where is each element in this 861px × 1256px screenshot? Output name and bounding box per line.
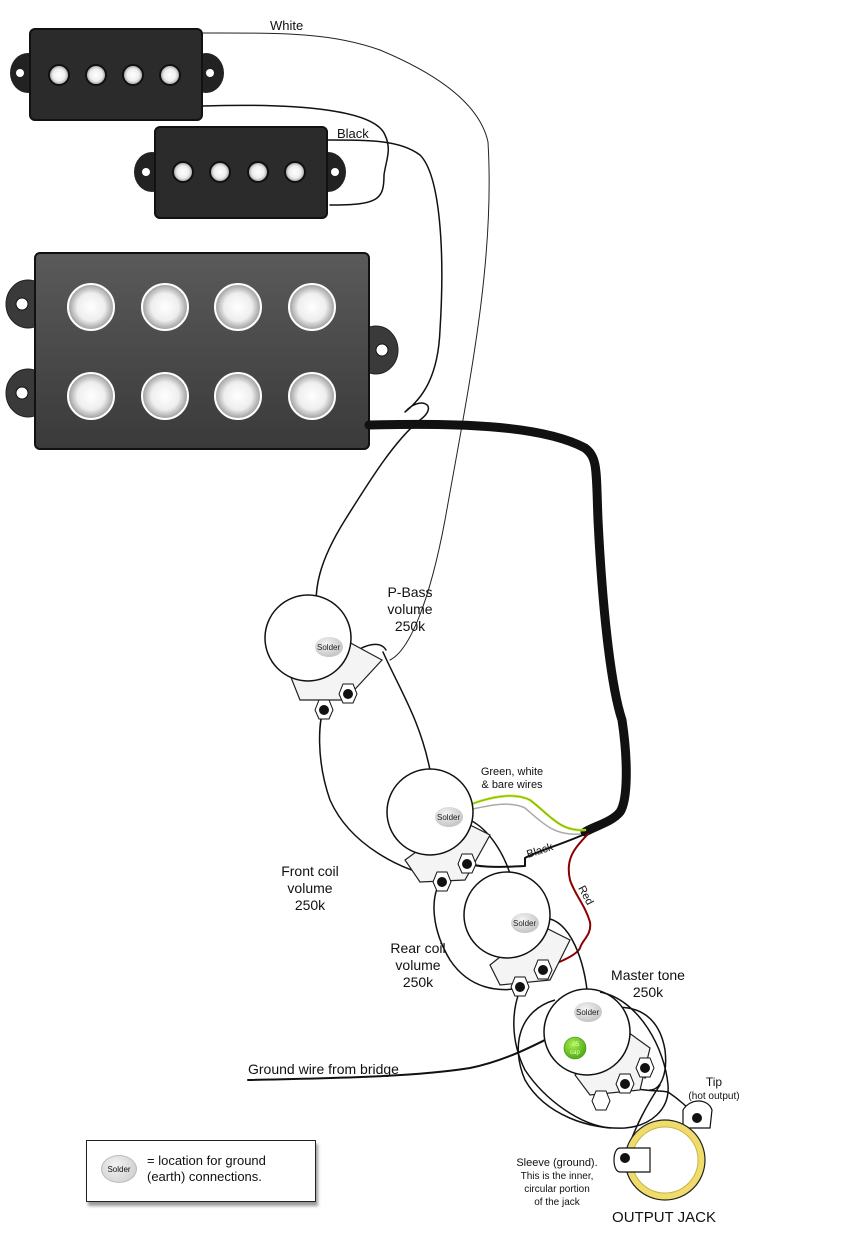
- svg-text:Sleeve (ground).: Sleeve (ground).: [516, 1157, 597, 1169]
- solder-spot: Solder: [511, 913, 539, 933]
- svg-text:Master tone: Master tone: [611, 967, 685, 983]
- white-grey-wire: [459, 803, 581, 835]
- svg-text:Solder: Solder: [317, 643, 340, 652]
- sleeve-label: Sleeve (ground). This is the inner, circ…: [516, 1157, 597, 1208]
- white-wire: [202, 32, 490, 661]
- green-wire-stripe: [455, 795, 586, 831]
- front-lug-loop: [433, 881, 521, 991]
- humbucker-cable: [364, 419, 631, 837]
- mounting-hole: [16, 69, 24, 77]
- humbucker-pickup: [5, 252, 399, 450]
- pbass-pickup-half-1: [10, 28, 224, 121]
- pot-lug: [533, 959, 553, 980]
- svg-text:volume: volume: [387, 601, 432, 617]
- pbass-volume-label: P-Bass volume 250k: [387, 584, 432, 634]
- svg-text:& bare wires: & bare wires: [481, 779, 543, 791]
- black-wire-label: Black: [337, 126, 369, 141]
- svg-text:Front coil: Front coil: [281, 863, 339, 879]
- series-wire: [202, 104, 390, 206]
- legend-text: = location for ground (earth) connection…: [147, 1153, 266, 1185]
- output-jack: [613, 1100, 713, 1201]
- sleeve-lug: [613, 1147, 651, 1173]
- tip-label: Tip (hot output): [688, 1075, 739, 1102]
- mounting-hole: [331, 168, 339, 176]
- svg-text:250k: 250k: [295, 897, 326, 913]
- rear-coil-volume-pot: Solder: [463, 871, 571, 997]
- svg-text:of the jack: of the jack: [534, 1197, 581, 1208]
- front-coil-volume-pot: Solder: [386, 768, 491, 892]
- pot-lug: [338, 683, 358, 704]
- svg-text:Solder: Solder: [576, 1008, 599, 1017]
- mounting-hole: [15, 297, 29, 311]
- capacitor: .05 cap: [563, 1036, 587, 1060]
- legend-line-1: = location for ground: [147, 1153, 266, 1168]
- svg-text:Solder: Solder: [513, 919, 536, 928]
- svg-text:250k: 250k: [403, 974, 434, 990]
- pole-pieces: [172, 161, 306, 183]
- svg-text:Green, white: Green, white: [481, 766, 543, 778]
- pot-lug: [615, 1073, 635, 1094]
- svg-text:cap: cap: [570, 1050, 580, 1056]
- mounting-hole: [15, 386, 29, 400]
- black-wire: [315, 139, 443, 656]
- pbass-lug-loop: [318, 704, 441, 879]
- mounting-hole: [206, 69, 214, 77]
- red-wire: [544, 833, 592, 969]
- svg-text:Rear coil: Rear coil: [390, 940, 445, 956]
- pot-lug: [314, 699, 334, 720]
- black-wire-label-mid: Black: [525, 841, 555, 861]
- legend-box: Solder = location for ground (earth) con…: [86, 1140, 316, 1202]
- svg-text:250k: 250k: [633, 984, 664, 1000]
- pbass-volume-pot: Solder: [264, 594, 383, 720]
- black-hb-wire: [467, 833, 586, 868]
- master-tone-label: Master tone 250k: [611, 967, 685, 1000]
- svg-text:circular portion: circular portion: [524, 1184, 590, 1195]
- legend-line-2: (earth) connections.: [147, 1169, 262, 1184]
- rear-lug-loop: [513, 989, 611, 1129]
- tone-ground-wire: [599, 1006, 667, 1091]
- svg-text:250k: 250k: [395, 618, 426, 634]
- front-coil-volume-label: Front coil volume 250k: [281, 863, 339, 913]
- mounting-hole: [375, 343, 389, 357]
- pot-lug-unused: [591, 1090, 611, 1111]
- solder-spot: Solder: [435, 807, 463, 827]
- svg-text:volume: volume: [287, 880, 332, 896]
- solder-icon: Solder: [101, 1155, 137, 1183]
- green-white-bare-label: Green, white & bare wires: [481, 766, 543, 791]
- pot-lug: [635, 1057, 655, 1078]
- pot-lug: [510, 976, 530, 997]
- ground-wire-label: Ground wire from bridge: [248, 1061, 399, 1077]
- svg-text:Tip: Tip: [706, 1075, 723, 1089]
- solder-spot: Solder: [315, 637, 343, 657]
- green-wire: [454, 794, 587, 832]
- pole-pieces: [48, 64, 181, 86]
- pbass-pickup-half-2: [134, 126, 346, 219]
- mounting-hole: [142, 168, 150, 176]
- svg-text:This is the inner,: This is the inner,: [521, 1171, 594, 1182]
- solder-spot: Solder: [574, 1002, 602, 1022]
- output-jack-label: OUTPUT JACK: [612, 1209, 716, 1226]
- svg-text:P-Bass: P-Bass: [387, 584, 432, 600]
- svg-text:(hot output): (hot output): [688, 1091, 739, 1102]
- white-wire-label: White: [270, 18, 303, 33]
- pole-pieces: [67, 283, 336, 420]
- svg-text:volume: volume: [395, 957, 440, 973]
- rear-coil-volume-label: Rear coil volume 250k: [390, 940, 445, 990]
- svg-text:.05: .05: [571, 1042, 580, 1048]
- bridge-ground-wire: [247, 1021, 581, 1081]
- pot-lug: [457, 853, 477, 874]
- svg-text:Solder: Solder: [437, 813, 460, 822]
- pot-lug: [432, 871, 452, 892]
- master-tone-pot: Solder .05 cap: [517, 988, 669, 1129]
